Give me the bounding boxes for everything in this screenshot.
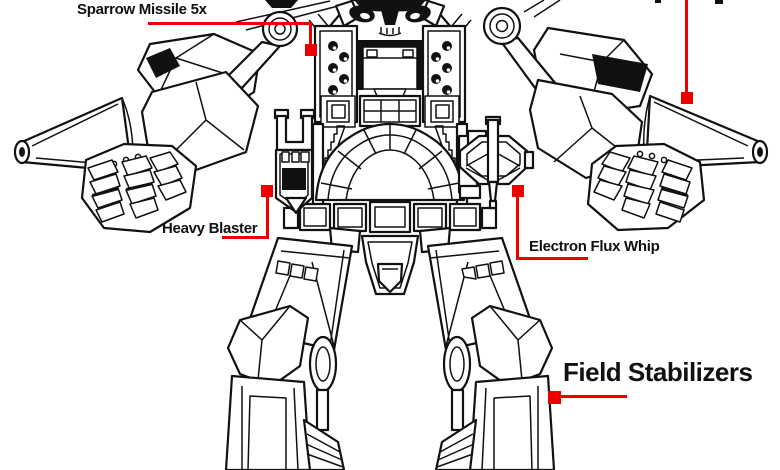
electron-flux-whip-device (457, 115, 535, 210)
right-knee-pad (470, 304, 554, 388)
label-sparrow-missile: Sparrow Missile 5x (77, 1, 207, 18)
left-knee-pad (226, 304, 310, 388)
left-leg-field-stabilizer (224, 236, 354, 470)
shoulder-joints (261, 6, 522, 48)
callout-marker-field-stabilizers (548, 391, 561, 404)
skull-nose (381, 10, 399, 25)
label-heavy-blaster: Heavy Blaster (162, 220, 258, 237)
skull-teeth (378, 27, 402, 37)
chest-missile-pod-right (421, 24, 467, 128)
left-knee-joint (308, 335, 338, 393)
heavy-blaster-weapon (273, 108, 316, 215)
chest-missile-pod-left (313, 24, 359, 128)
chest-center-plate (358, 40, 422, 128)
callout-marker-sparrow-missile (305, 44, 317, 56)
top-edge-struts (235, 0, 561, 31)
label-electron-flux-whip: Electron Flux Whip (529, 238, 660, 255)
right-leg-field-stabilizer (426, 236, 556, 470)
label-field-stabilizers: Field Stabilizers (563, 357, 753, 387)
callout-marker-electron-flux-whip (512, 185, 524, 197)
waist-dome-armor (314, 122, 466, 202)
left-arm (13, 32, 282, 234)
callout-marker-cropped-top-right (681, 92, 693, 104)
right-arm (498, 26, 769, 232)
mech-head-skull (328, 0, 452, 60)
waist-belt (282, 200, 498, 234)
cropped-label-fragments (655, 0, 723, 4)
callout-marker-heavy-blaster (261, 185, 273, 197)
right-knee-joint (442, 335, 472, 393)
